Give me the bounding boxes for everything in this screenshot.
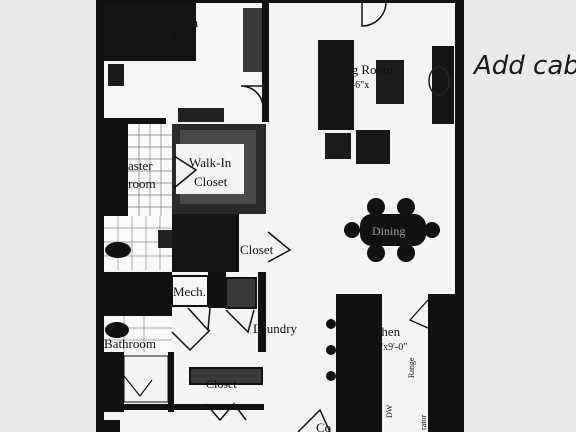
range-label: Range — [407, 357, 416, 378]
tub-door — [123, 375, 153, 397]
toilet-icon — [105, 242, 131, 258]
kitchen-label: tchen — [372, 324, 401, 339]
dining-table — [360, 214, 426, 246]
laundry-door-swing — [225, 309, 255, 334]
bedroom-wall-right — [262, 0, 269, 122]
closet-door-swing — [173, 155, 198, 189]
master-bath-label-1: aster — [128, 158, 153, 173]
mech-wall — [208, 272, 226, 308]
master-bedroom-label: aster Bedroom — [122, 15, 198, 30]
bedroom-wall-stub — [178, 108, 224, 122]
lower-closet-label: Closet — [206, 377, 237, 391]
dining-chair — [397, 244, 415, 262]
kitchen-counter — [428, 294, 456, 432]
dining-chair — [424, 222, 440, 238]
tub — [123, 355, 169, 403]
bottom-door-swing — [297, 408, 331, 432]
bedroom-door-swing — [240, 85, 264, 109]
bed — [104, 3, 196, 61]
refrigerator-label: rator — [419, 415, 428, 430]
walk-in-label-2: Closet — [194, 174, 228, 189]
kitchen-door — [408, 299, 429, 329]
bathroom-label: Bathroom — [104, 336, 156, 351]
side-table — [325, 133, 351, 159]
dining-chair — [367, 244, 385, 262]
dining-chair — [344, 222, 360, 238]
bathroom-vanity-wall — [96, 124, 128, 216]
kitchen-island — [336, 294, 382, 432]
tile-grid — [128, 124, 172, 216]
laundry-label: Laundry — [253, 321, 298, 336]
walk-in-label-1: Walk-In — [189, 155, 232, 170]
walk-in-closet-floor — [176, 144, 244, 194]
kitchen-size: 0"x9'-0" — [374, 342, 407, 353]
dw-label: DW — [385, 404, 394, 418]
sofa — [318, 40, 354, 130]
hall-closet-floor — [238, 214, 268, 272]
bath-fixture — [158, 230, 172, 248]
lower-left-block — [100, 420, 120, 432]
handwritten-note: Add cab — [472, 51, 576, 81]
master-bath-label-2: throom — [118, 176, 156, 191]
bath-door-swing — [171, 329, 211, 352]
washer-dryer — [225, 277, 257, 309]
hall-closet-label: Closet — [240, 242, 274, 257]
bath-wall-right — [168, 352, 174, 412]
master-bedroom-size: 4'-4" — [172, 31, 191, 42]
laundry-wall — [258, 272, 266, 352]
ottoman — [356, 130, 390, 164]
dining-chair — [397, 198, 415, 216]
dining-chair — [367, 198, 385, 216]
closet-block — [172, 214, 238, 272]
hall-closet-door — [267, 231, 292, 263]
bath-wall-left-block — [96, 352, 124, 412]
media-console — [432, 46, 454, 124]
mech-label: Mech. — [173, 284, 206, 299]
exterior-wall-top — [96, 0, 464, 3]
living-room-label: ving Room — [335, 62, 393, 77]
stool — [326, 319, 336, 329]
lower-closet-doors — [205, 402, 247, 422]
dining-label: Dining — [372, 224, 405, 238]
hall-closet-wall — [235, 214, 239, 272]
lower-wall — [104, 404, 264, 410]
bedroom-wall-bottom — [104, 118, 166, 124]
annotation-circle — [428, 66, 450, 96]
toilet-icon — [105, 322, 129, 338]
nightstand — [108, 64, 124, 86]
exterior-wall-right — [455, 0, 464, 432]
armchair — [376, 60, 404, 104]
stool — [326, 371, 336, 381]
mech-block-left — [96, 272, 172, 308]
bottom-room-label: Co — [316, 420, 331, 432]
lower-closet-shelf — [189, 367, 263, 385]
stool — [326, 345, 336, 355]
entry-door-swing — [361, 2, 387, 27]
dresser — [243, 8, 263, 72]
bath-wall-top — [96, 308, 172, 316]
living-room-size: '-6"x — [350, 80, 369, 91]
mech-door-swing — [187, 307, 211, 332]
